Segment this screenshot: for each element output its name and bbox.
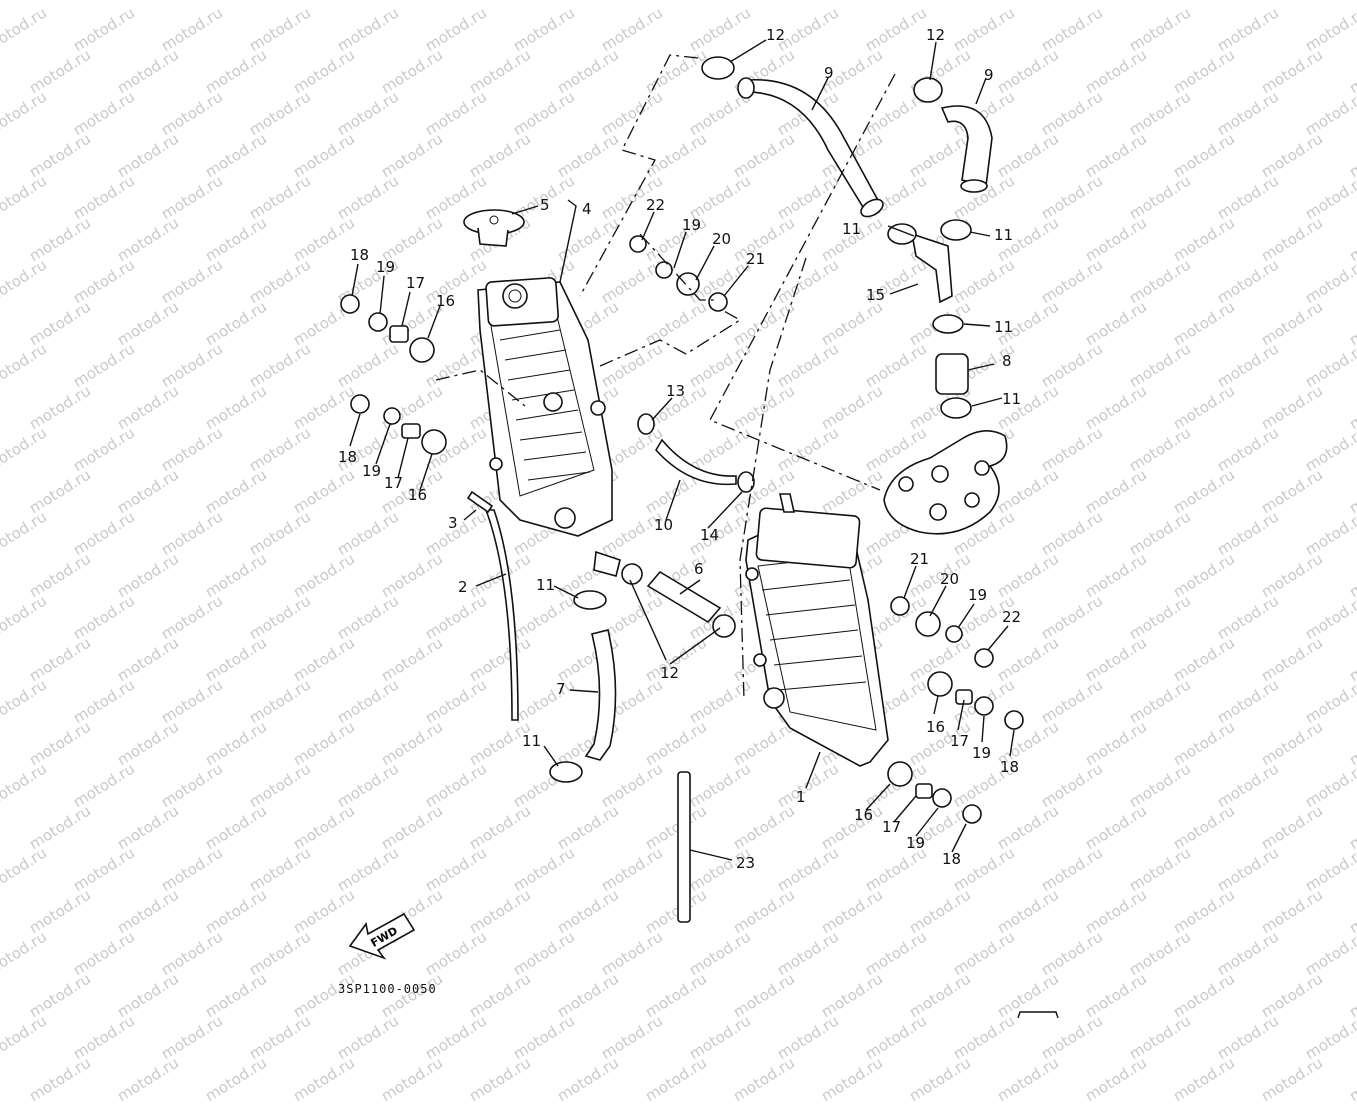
- watermark-text: motod.ru: [685, 1011, 754, 1064]
- watermark-text: motod.ru: [1037, 1011, 1106, 1064]
- callout-14: 14: [700, 526, 720, 544]
- watermark-text: motod.ru: [333, 1011, 402, 1064]
- callout-15: 15: [866, 286, 886, 304]
- callout-17: 17: [882, 818, 902, 836]
- watermark-text: motod.ru: [25, 1053, 94, 1105]
- callout-9: 9: [824, 64, 834, 82]
- watermark-text: motod.ru: [1169, 1053, 1238, 1105]
- callout-16: 16: [926, 718, 946, 736]
- callout-16: 16: [854, 806, 874, 824]
- callout-7: 7: [556, 680, 566, 698]
- watermark-text: motod.ru: [245, 1011, 314, 1064]
- watermark-text: motod.ru: [597, 1011, 666, 1064]
- mounting-hardware: [340, 235, 1024, 824]
- callout-20: 20: [940, 570, 960, 588]
- fwd-arrow-icon: FWD: [348, 912, 416, 960]
- callout-11: 11: [994, 226, 1014, 244]
- callout-19: 19: [682, 216, 702, 234]
- callout-18: 18: [942, 850, 962, 868]
- watermark-text: motod.ru: [1257, 1053, 1326, 1105]
- watermark-text: motod.ru: [993, 1053, 1062, 1105]
- watermark-text: motod.ru: [1301, 1011, 1357, 1064]
- watermark-text: motod.ru: [1213, 1011, 1282, 1064]
- callout-4: 4: [582, 200, 592, 218]
- radiator-exploded-diagram: FWD: [340, 39, 1059, 1018]
- callout-1: 1: [796, 788, 806, 806]
- watermark-text: motod.ru: [289, 1053, 358, 1105]
- watermark-text: motod.ru: [465, 1053, 534, 1105]
- radiator-left: [477, 277, 621, 577]
- callout-9: 9: [984, 66, 994, 84]
- diagram-code: 3SP1100-0050: [338, 982, 437, 996]
- callout-22: 22: [1002, 608, 1022, 626]
- callout-11: 11: [536, 576, 556, 594]
- callout-21: 21: [910, 550, 930, 568]
- callout-19: 19: [972, 744, 992, 762]
- watermark-text: motod.ru: [0, 1011, 50, 1064]
- callout-16: 16: [408, 486, 428, 504]
- callout-19: 19: [362, 462, 382, 480]
- callout-21: 21: [746, 250, 766, 268]
- callout-10: 10: [654, 516, 674, 534]
- callout-5: 5: [540, 196, 550, 214]
- watermark-text: motod.ru: [113, 1053, 182, 1105]
- callout-20: 20: [712, 230, 732, 248]
- watermark-text: motod.ru: [1345, 1053, 1357, 1105]
- callout-18: 18: [350, 246, 370, 264]
- callout-19: 19: [376, 258, 396, 276]
- watermark-text: motod.ru: [773, 1011, 842, 1064]
- watermark-text: motod.ru: [905, 1053, 974, 1105]
- watermark-text: motod.ru: [201, 1053, 270, 1105]
- callout-13: 13: [666, 382, 686, 400]
- watermark-text: motod.ru: [949, 1011, 1018, 1064]
- callout-12: 12: [766, 26, 786, 44]
- watermark-text: motod.ru: [861, 1011, 930, 1064]
- callout-23: 23: [736, 854, 756, 872]
- leader-lines: [349, 39, 1015, 861]
- assembly-lines: [435, 54, 896, 701]
- watermark-text: motod.ru: [509, 1011, 578, 1064]
- callout-19: 19: [968, 586, 988, 604]
- callout-2: 2: [458, 578, 468, 596]
- callout-11: 11: [842, 220, 862, 238]
- callout-18: 18: [1000, 758, 1020, 776]
- callout-11: 11: [522, 732, 542, 750]
- callout-11: 11: [1002, 390, 1022, 408]
- page-corner-mark: [1017, 1011, 1059, 1018]
- radiator-right: [745, 493, 889, 767]
- callout-19: 19: [906, 834, 926, 852]
- watermark-text: motod.ru: [421, 1011, 490, 1064]
- watermark-text: motod.ru: [377, 1053, 446, 1105]
- watermark-text: motod.ru: [1125, 1011, 1194, 1064]
- cylinder-head: [883, 430, 1008, 535]
- radiator-cap: [463, 209, 525, 247]
- watermark-text: motod.ru: [641, 1053, 710, 1105]
- callout-16: 16: [436, 292, 456, 310]
- watermark-text: motod.ru: [1081, 1053, 1150, 1105]
- watermark-text: motod.ru: [817, 1053, 886, 1105]
- callout-3: 3: [448, 514, 458, 532]
- watermark-text: motod.ru: [729, 1053, 798, 1105]
- watermark-text: motod.ru: [157, 1011, 226, 1064]
- callout-17: 17: [950, 732, 970, 750]
- callout-12: 12: [926, 26, 946, 44]
- callout-8: 8: [1002, 352, 1012, 370]
- watermark-text: motod.ru: [69, 1011, 138, 1064]
- callout-12: 12: [660, 664, 680, 682]
- callout-17: 17: [406, 274, 426, 292]
- callout-6: 6: [694, 560, 704, 578]
- callout-17: 17: [384, 474, 404, 492]
- callout-11: 11: [994, 318, 1014, 336]
- hoses: [484, 77, 993, 923]
- watermark-text: motod.ru: [553, 1053, 622, 1105]
- callout-22: 22: [646, 196, 666, 214]
- callout-18: 18: [338, 448, 358, 466]
